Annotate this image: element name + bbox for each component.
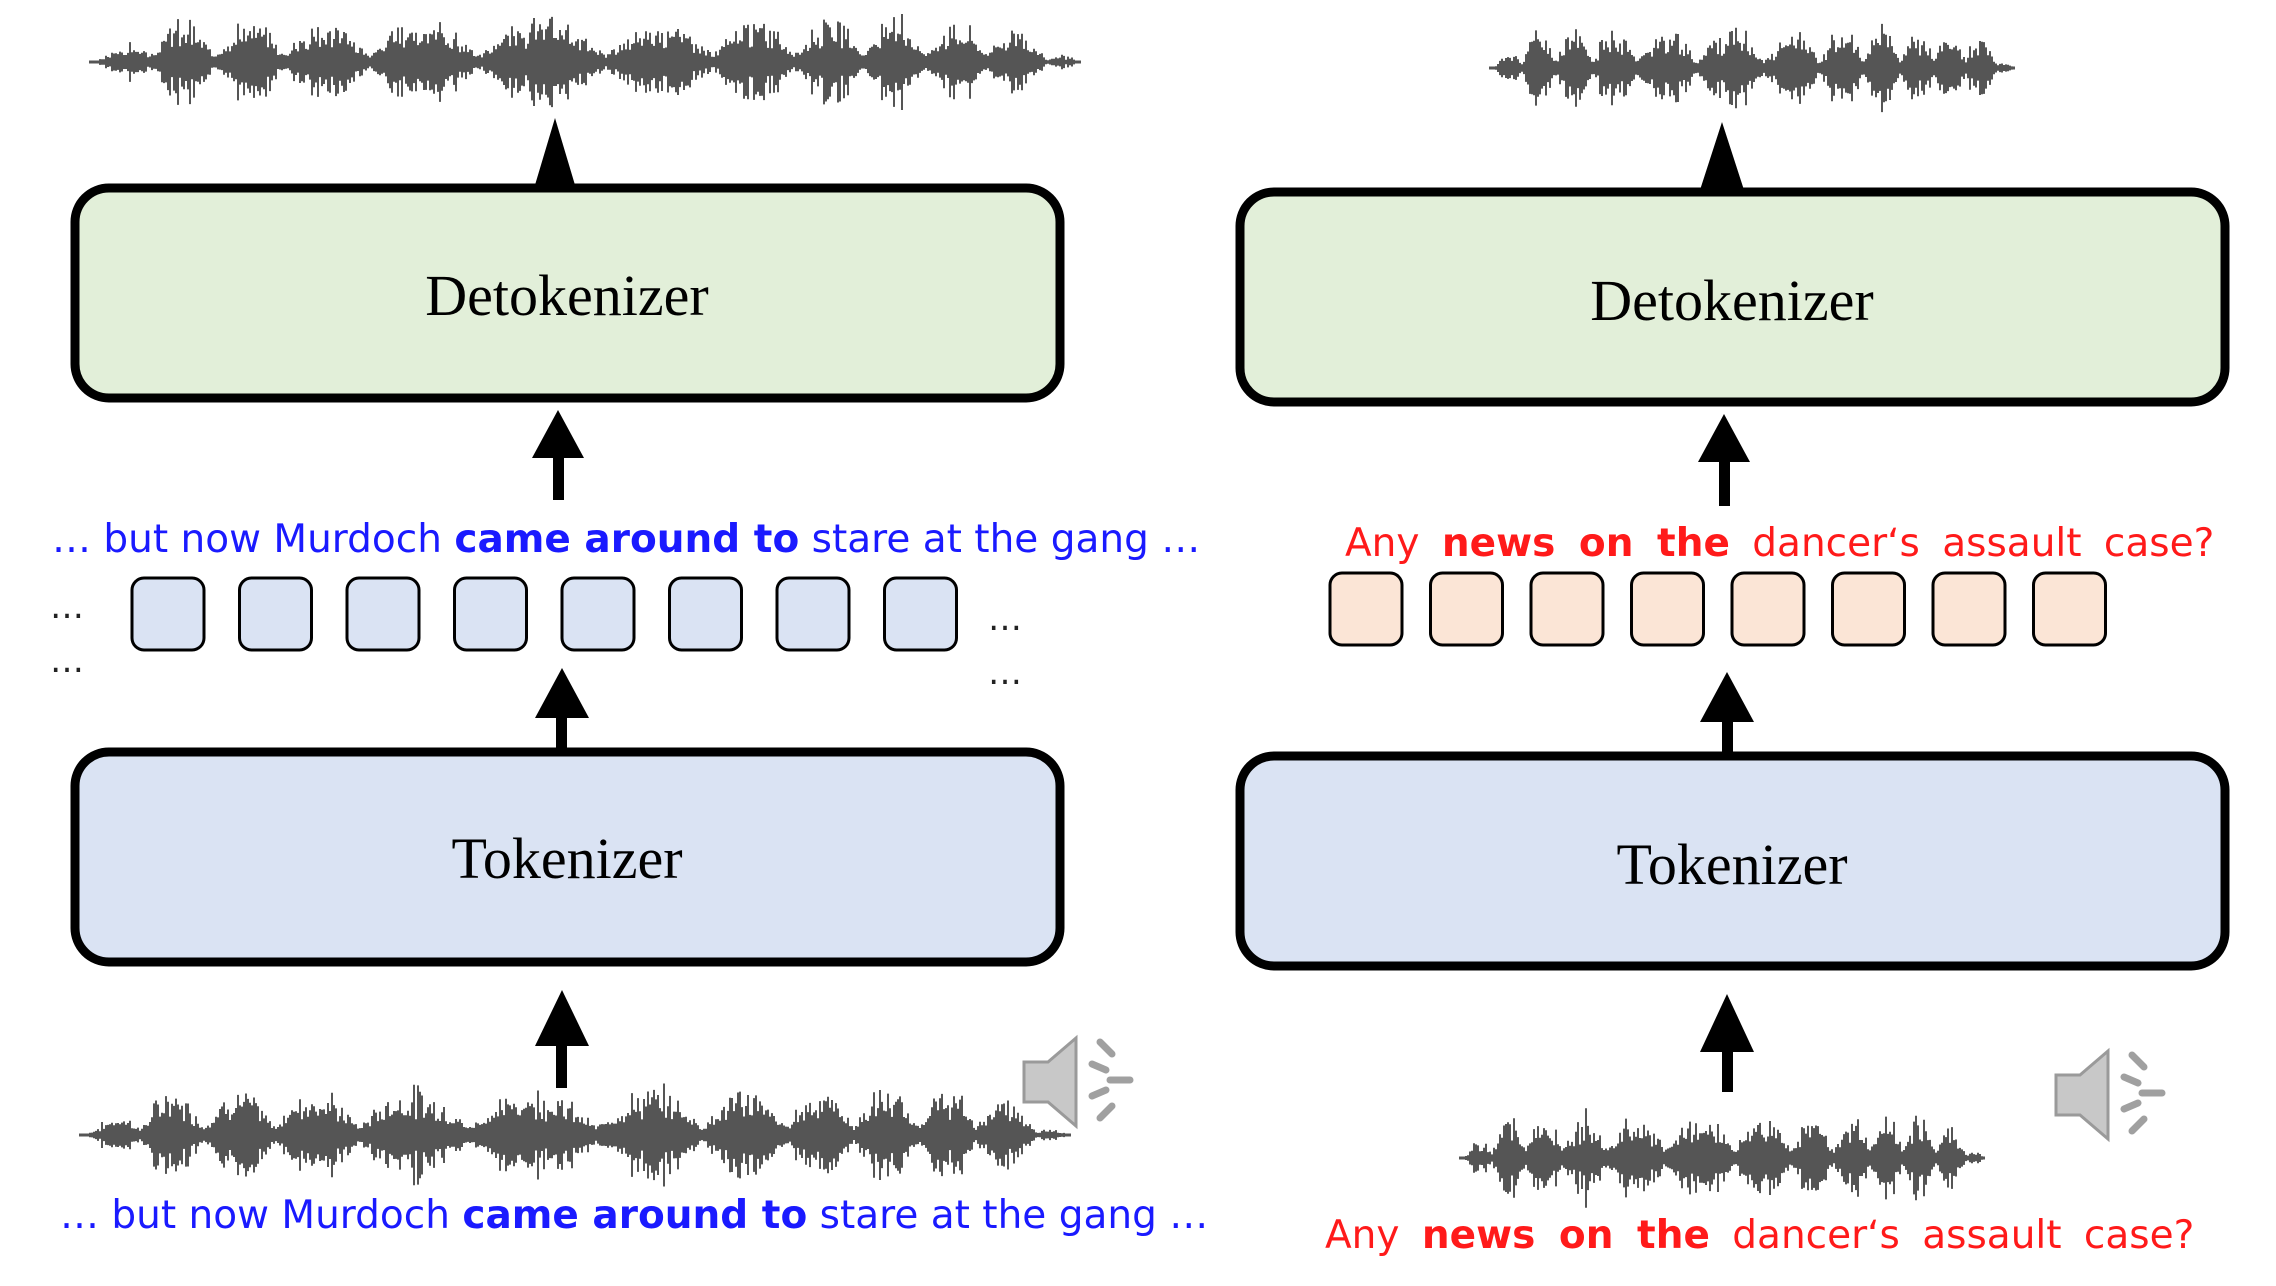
right-tokenizer-box: Tokenizer bbox=[1235, 751, 2230, 971]
token-square bbox=[238, 576, 313, 652]
right-audio-caption-bold: news on the bbox=[1422, 1213, 1710, 1258]
left-speaker-icon bbox=[1022, 1034, 1134, 1130]
right-speaker-icon bbox=[2054, 1047, 2166, 1143]
left-token-sequence bbox=[130, 576, 958, 652]
right-audio-caption-pre: Any bbox=[1325, 1213, 1422, 1258]
right-arrow-detok-to-wave-icon bbox=[1700, 122, 1744, 190]
right-token-caption-post: dancer‘s assault case? bbox=[1730, 521, 2214, 566]
token-square bbox=[1328, 571, 1404, 647]
left-input-waveform-icon bbox=[79, 1083, 1071, 1187]
right-detokenizer-label: Detokenizer bbox=[1590, 268, 1873, 333]
right-token-caption-bold: news on the bbox=[1442, 521, 1730, 566]
left-token-caption-post: stare at the gang … bbox=[799, 517, 1200, 562]
token-square bbox=[668, 576, 743, 652]
right-arrow-tokens-to-detok-icon bbox=[1698, 414, 1750, 506]
right-token-caption-pre: Any bbox=[1345, 521, 1442, 566]
token-square bbox=[1630, 571, 1705, 647]
left-token-caption-bold: came around to bbox=[454, 517, 799, 562]
right-panel: Detokenizer Any news on the dancer‘s ass… bbox=[1235, 23, 2230, 1258]
token-square bbox=[1931, 571, 2007, 647]
right-tokenizer-label: Tokenizer bbox=[1616, 832, 1847, 897]
right-arrow-tok-to-tokens-icon bbox=[1700, 672, 1754, 759]
right-detokenizer-box: Detokenizer bbox=[1235, 187, 2230, 407]
right-audio-caption-post: dancer‘s assault case? bbox=[1710, 1213, 2194, 1258]
left-output-waveform-icon bbox=[89, 14, 1081, 110]
left-ellipsis-2: … bbox=[50, 641, 84, 681]
left-ellipsis-1: … bbox=[50, 587, 84, 627]
token-square bbox=[883, 576, 958, 652]
token-square bbox=[1831, 571, 1906, 647]
right-arrow-wave-to-tok-icon bbox=[1700, 994, 1754, 1092]
left-detokenizer-label: Detokenizer bbox=[425, 263, 708, 328]
token-square bbox=[345, 576, 421, 652]
left-ellipsis-4: … bbox=[988, 653, 1022, 693]
token-square bbox=[775, 576, 851, 652]
right-output-waveform-icon bbox=[1489, 23, 2015, 113]
left-arrow-tok-to-tokens-icon bbox=[535, 668, 589, 755]
left-arrow-tokens-to-detok-icon bbox=[532, 410, 584, 500]
left-token-caption: … but now Murdoch came around to stare a… bbox=[52, 517, 1200, 562]
left-arrow-wave-to-tok-icon bbox=[535, 990, 589, 1088]
left-audio-caption: … but now Murdoch came around to stare a… bbox=[60, 1193, 1208, 1238]
left-audio-caption-post: stare at the gang … bbox=[807, 1193, 1208, 1238]
left-arrow-detok-to-wave-icon bbox=[535, 118, 575, 185]
left-tokenizer-label: Tokenizer bbox=[451, 826, 682, 891]
left-tokenizer-box: Tokenizer bbox=[70, 747, 1065, 967]
right-token-caption: Any news on the dancer‘s assault case? bbox=[1345, 521, 2214, 566]
token-square bbox=[1529, 571, 1605, 647]
token-square bbox=[560, 576, 636, 652]
token-square bbox=[130, 576, 206, 652]
left-token-caption-pre: … but now Murdoch bbox=[52, 517, 454, 562]
token-square bbox=[2032, 571, 2107, 647]
left-panel: Detokenizer … but now Murdoch came aroun… bbox=[50, 14, 1208, 1238]
left-detokenizer-box: Detokenizer bbox=[70, 183, 1065, 403]
token-square bbox=[1429, 571, 1504, 647]
left-ellipsis-3: … bbox=[988, 599, 1022, 639]
right-input-waveform-icon bbox=[1459, 1108, 1985, 1208]
right-token-sequence bbox=[1328, 571, 2107, 647]
left-audio-caption-pre: … but now Murdoch bbox=[60, 1193, 462, 1238]
left-audio-caption-bold: came around to bbox=[462, 1193, 807, 1238]
token-square bbox=[453, 576, 528, 652]
token-square bbox=[1730, 571, 1806, 647]
right-audio-caption: Any news on the dancer‘s assault case? bbox=[1325, 1213, 2194, 1258]
